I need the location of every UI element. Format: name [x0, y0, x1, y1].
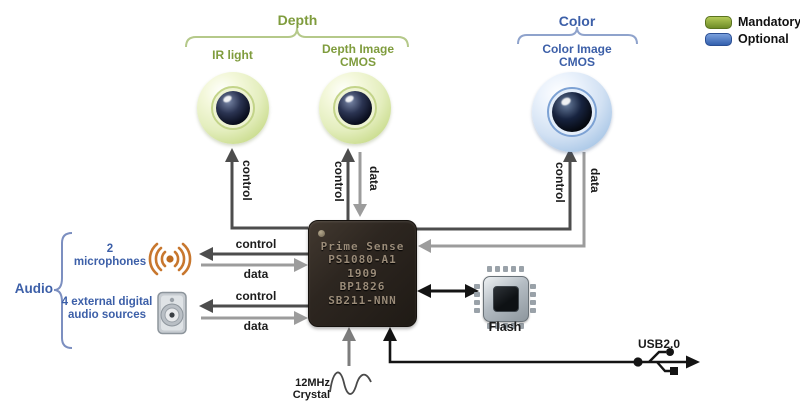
chip-text-line: PS1080-A1: [328, 253, 397, 267]
chip-text-line: Prime Sense: [320, 239, 405, 253]
sources-data-wire-label: data: [243, 319, 269, 333]
depth-bracket: [185, 27, 409, 48]
depth-control-wire-label: control: [332, 161, 346, 202]
flash-label: Flash: [488, 320, 522, 334]
flash-pins: [474, 266, 536, 329]
wire-ir-control: [225, 148, 308, 230]
chip-pin1-dot: [318, 230, 325, 237]
flash-chip-icon: [483, 276, 529, 322]
wire-color-data: [418, 152, 586, 253]
chip-text-line: BP1826: [339, 280, 386, 294]
wire-depth-control: [341, 148, 355, 221]
usb-trident-icon: [633, 348, 700, 375]
audio-sources-label: 4 external digital audio sources: [61, 296, 153, 321]
legend: Mandatory Optional: [705, 14, 800, 48]
wire-depth-data: [353, 152, 367, 217]
color-cmos-camera-icon: [532, 72, 612, 152]
wire-flash-link: [417, 284, 479, 298]
chip-text-line: SB211-NNN: [328, 293, 397, 307]
wire-sources-control: [199, 299, 308, 313]
color-control-wire-label: control: [553, 162, 567, 203]
mandatory-swatch-icon: [705, 15, 732, 29]
crystal-label: 12MHz Crystal: [292, 377, 330, 402]
ir-light-camera-icon: [197, 72, 269, 144]
color-cmos-label: Color Image CMOS: [542, 42, 612, 70]
mic-data-wire-label: data: [243, 267, 269, 281]
optional-swatch-icon: [705, 32, 732, 46]
audio-sources-icon: [157, 291, 187, 335]
color-group-title: Color: [558, 13, 596, 29]
legend-mandatory-label: Mandatory: [738, 15, 800, 29]
microphones-icon: [148, 242, 192, 276]
wire-crystal: [342, 327, 356, 366]
color-bracket: [517, 26, 638, 45]
sources-control-wire-label: control: [235, 289, 277, 303]
wire-color-control: [416, 148, 577, 231]
chip-text-line: 1909: [347, 266, 378, 280]
audio-section-title: Audio: [14, 281, 53, 296]
depth-group-title: Depth: [277, 12, 318, 28]
depth-cmos-camera-icon: [319, 72, 391, 144]
depth-data-wire-label: data: [367, 166, 381, 191]
wire-sources-data: [201, 311, 308, 325]
primesense-chip: Prime Sense PS1080-A1 1909 BP1826 SB211-…: [308, 220, 417, 327]
wire-mic-control: [199, 247, 308, 261]
legend-mandatory-row: Mandatory: [705, 14, 800, 30]
depth-cmos-label: Depth Image CMOS: [321, 42, 394, 70]
legend-optional-row: Optional: [705, 31, 800, 47]
color-data-wire-label: data: [588, 168, 602, 193]
ir-light-label: IR light: [212, 48, 253, 62]
audio-brace: [53, 232, 73, 349]
microphones-label: 2 microphones: [73, 243, 147, 268]
sine-wave-icon: [329, 371, 372, 395]
legend-optional-label: Optional: [738, 32, 789, 46]
usb-label: USB2.0: [638, 337, 681, 351]
wire-usb: [383, 327, 634, 364]
mic-control-wire-label: control: [235, 237, 277, 251]
ir-control-wire-label: control: [240, 160, 254, 201]
wire-mic-data: [201, 258, 308, 272]
